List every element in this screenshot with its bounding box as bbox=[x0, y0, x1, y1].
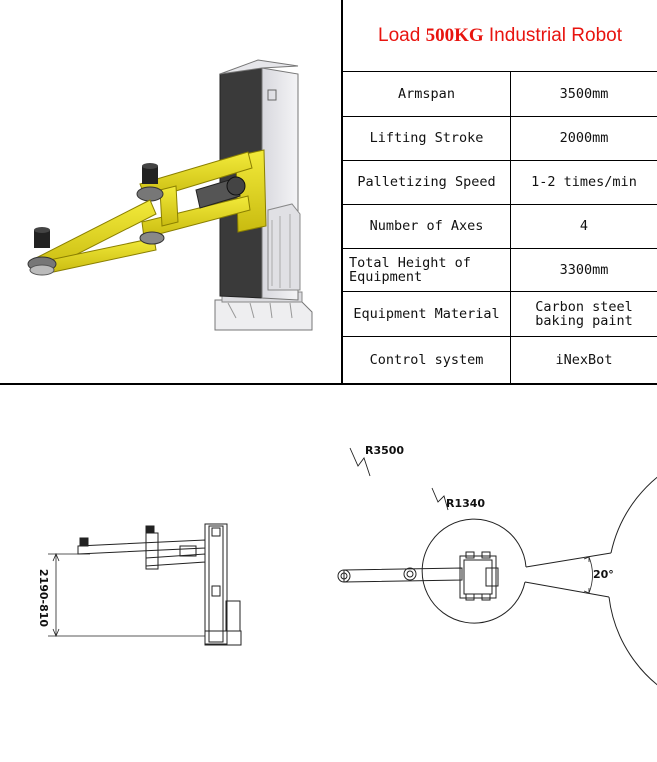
palletizing-robot-image bbox=[27, 59, 313, 331]
spec-value: iNexBot bbox=[555, 351, 613, 368]
top-section: Load 500KG Industrial Robot Armspan 3500… bbox=[0, 0, 657, 384]
spec-row-palletizing-speed: Palletizing Speed 1-2 times/min bbox=[343, 161, 657, 205]
outer-radius-label: R3500 bbox=[365, 444, 404, 457]
spec-row-control-system: Control system iNexBot bbox=[343, 337, 657, 383]
spec-label: Number of Axes bbox=[343, 205, 511, 248]
spec-value: 3500mm bbox=[559, 85, 609, 102]
angle-label: 20° bbox=[593, 568, 614, 581]
spec-value: 4 bbox=[579, 218, 589, 235]
spec-label: Armspan bbox=[343, 72, 511, 116]
side-dimension-label: 2190-810 bbox=[37, 569, 50, 627]
spec-label: Control system bbox=[343, 337, 511, 383]
spec-table: Load 500KG Industrial Robot Armspan 3500… bbox=[341, 0, 657, 384]
section-divider bbox=[0, 383, 657, 385]
table-title: Load 500KG Industrial Robot bbox=[343, 0, 657, 72]
spec-value: 2000mm bbox=[559, 130, 609, 147]
side-view-drawing bbox=[48, 523, 242, 646]
spec-row-total-height: Total Height of Equipment 3300mm bbox=[343, 249, 657, 292]
spec-value: 1-2 times/min bbox=[531, 174, 637, 191]
spec-value: 3300mm bbox=[559, 261, 609, 278]
title-text: Load 500KG Industrial Robot bbox=[378, 24, 622, 46]
robot-illustration bbox=[0, 0, 341, 384]
spec-label: Palletizing Speed bbox=[343, 161, 511, 204]
top-view-drawing bbox=[337, 447, 657, 686]
inner-radius-label: R1340 bbox=[446, 497, 485, 510]
spec-row-equipment-material: Equipment Material Carbon steel baking p… bbox=[343, 292, 657, 337]
spec-row-lifting-stroke: Lifting Stroke 2000mm bbox=[343, 117, 657, 161]
spec-row-number-of-axes: Number of Axes 4 bbox=[343, 205, 657, 249]
spec-row-armspan: Armspan 3500mm bbox=[343, 72, 657, 117]
technical-drawings: 2190-810 R35 bbox=[0, 386, 657, 757]
spec-label: Lifting Stroke bbox=[343, 117, 511, 160]
spec-label: Equipment Material bbox=[343, 292, 511, 336]
spec-value: Carbon steel baking paint bbox=[535, 298, 633, 329]
spec-label: Total Height of Equipment bbox=[343, 249, 511, 291]
drawings-svg: 2190-810 R35 bbox=[37, 444, 657, 686]
